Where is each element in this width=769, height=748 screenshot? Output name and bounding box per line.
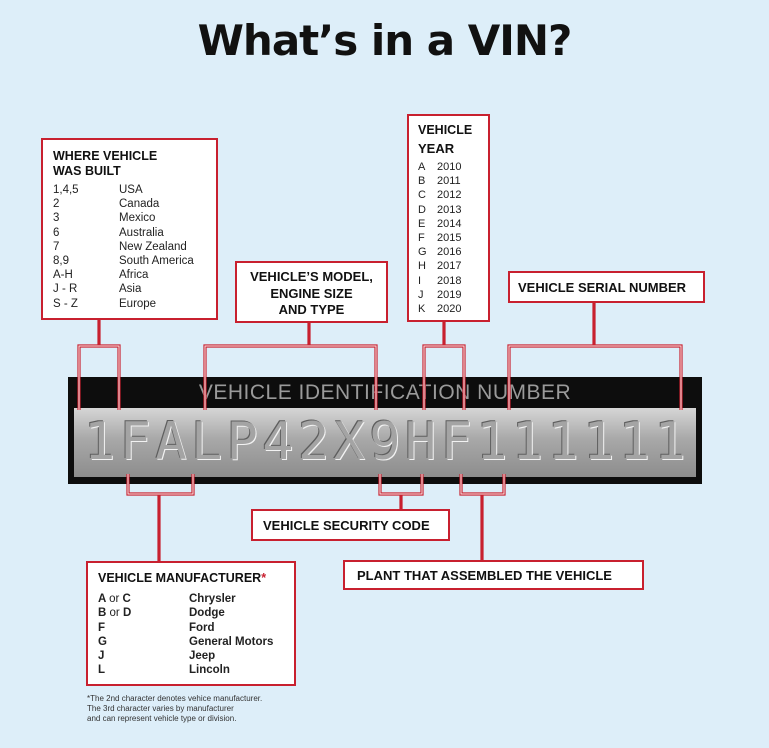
vin-char: 1 [84,412,116,472]
vin-strip [74,408,696,477]
vin-char: H [404,412,437,472]
bracket-manufacturer [126,474,195,561]
assembly-plant-box: PLANT THAT ASSEMBLED THE VEHICLE [343,560,644,590]
security-code-box: VEHICLE SECURITY CODE [251,509,450,541]
model-heading: VEHICLE’S MODEL, ENGINE SIZE AND TYPE [250,269,373,317]
vin-char: 1 [654,412,686,472]
assembly-plant-heading: PLANT THAT ASSEMBLED THE VEHICLE [357,568,612,583]
page-title: What’s in a VIN? [197,16,573,65]
bracket-serial [507,303,683,410]
vin-characters: 1 F A L P 4 2 X 9 H F 1 1 1 1 1 1 [74,411,696,473]
vin-char: 2 [297,412,330,472]
year-heading: VEHICLE YEAR [418,123,473,156]
bracket-built [77,320,121,410]
vin-char: 1 [476,412,508,472]
serial-number-heading: VEHICLE SERIAL NUMBER [518,280,687,295]
bracket-plant [459,474,506,560]
vin-char: 4 [262,412,294,472]
security-code-heading: VEHICLE SECURITY CODE [263,518,430,533]
vin-char: P [226,412,258,472]
vin-char: 1 [511,412,544,472]
vin-char: A [155,412,187,472]
vin-char: L [190,412,223,472]
bracket-security [378,474,424,509]
vin-char: 9 [369,412,401,472]
serial-number-box: VEHICLE SERIAL NUMBER [508,271,705,303]
vin-char: F [440,412,472,472]
bracket-year [422,322,466,410]
manufacturer-heading: VEHICLE MANUFACTURER* [98,571,267,585]
vin-char: 1 [583,412,615,472]
vin-char: 1 [547,412,579,472]
bracket-model [203,323,378,410]
model-box: VEHICLE’S MODEL, ENGINE SIZE AND TYPE [235,261,388,323]
footnote: *The 2nd character denotes vehice manufa… [87,694,263,723]
vin-char: F [119,412,151,472]
vin-char: X [333,412,365,472]
where-built-heading: WHERE VEHICLE WAS BUILT [53,149,158,178]
plate-label: VEHICLE IDENTIFICATION NUMBER [198,381,572,404]
vin-char: 1 [618,412,651,472]
